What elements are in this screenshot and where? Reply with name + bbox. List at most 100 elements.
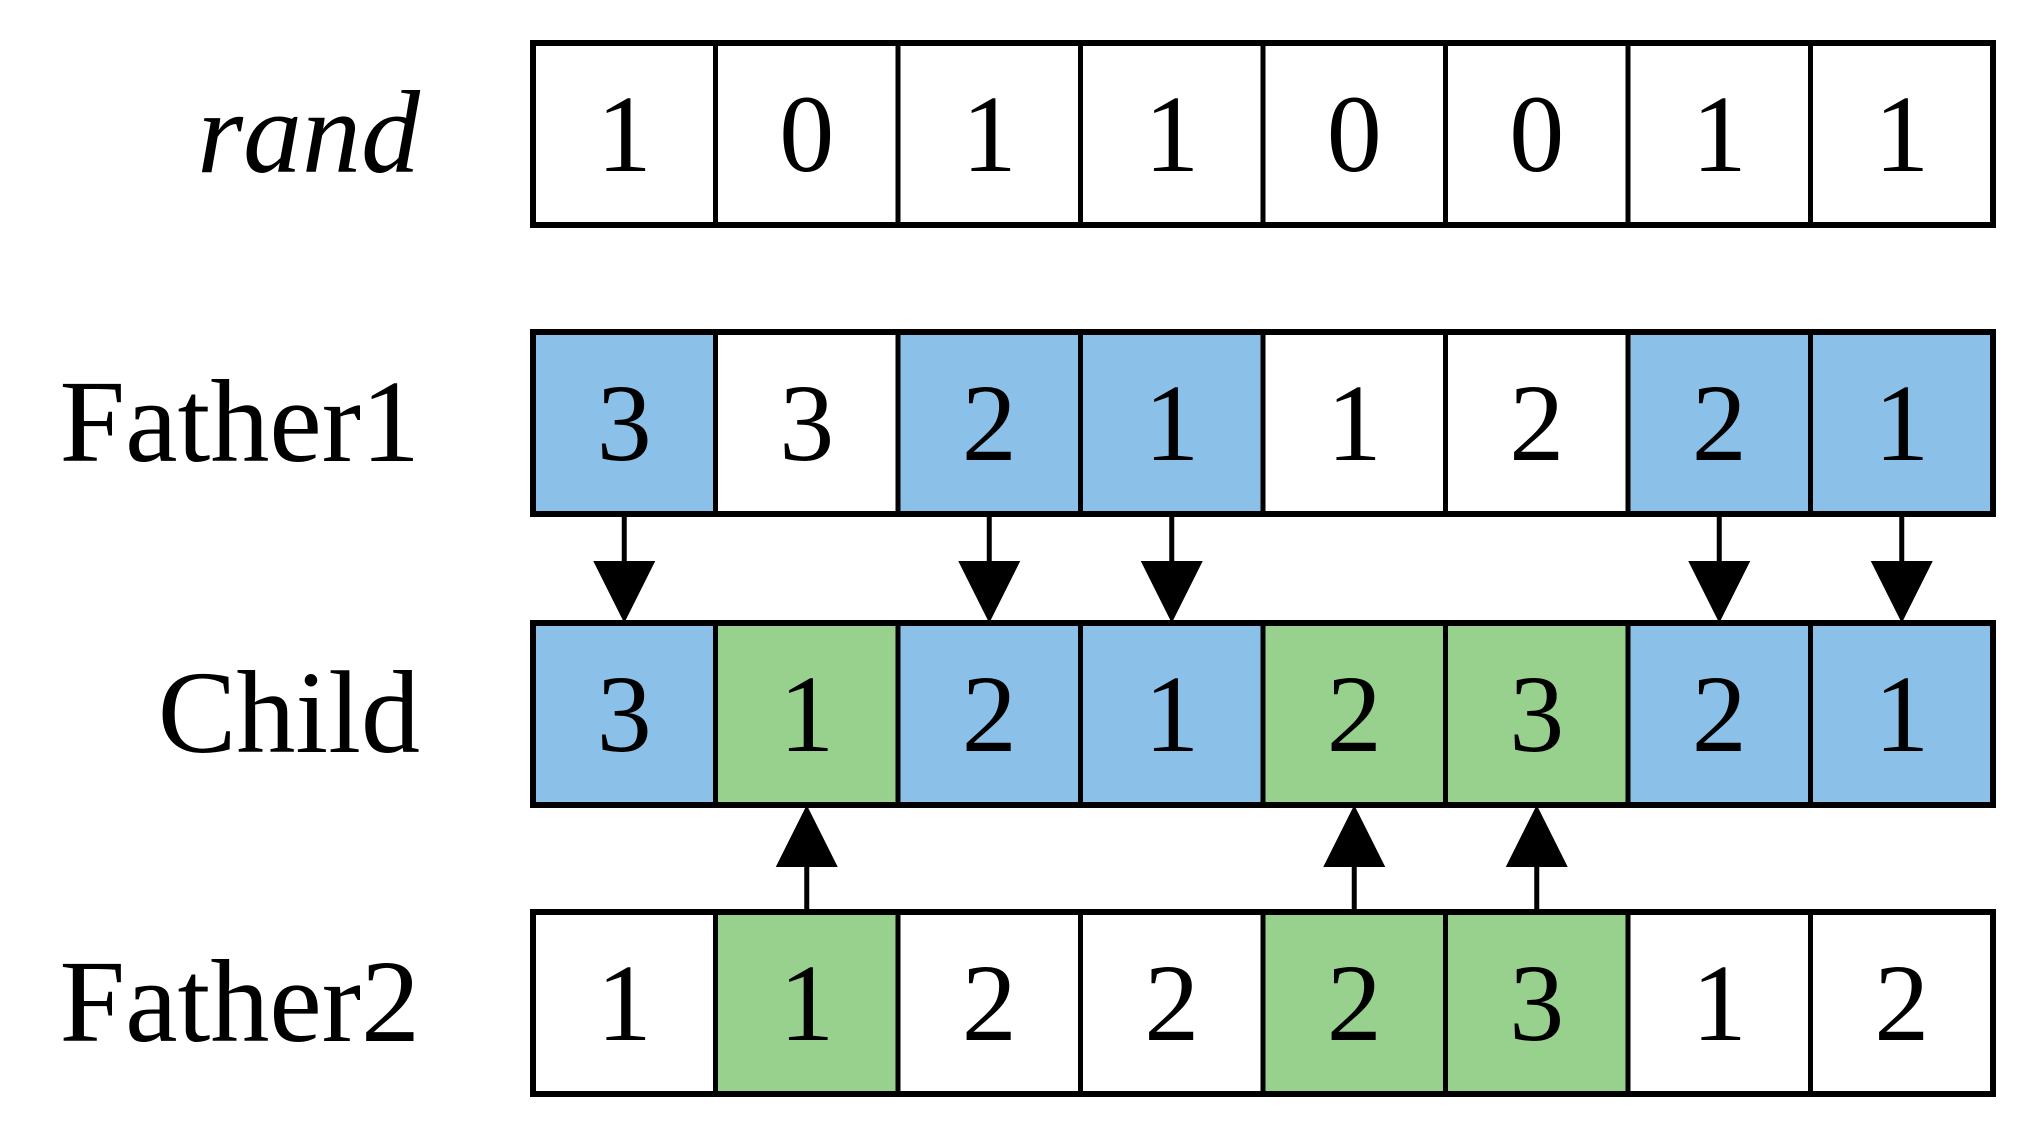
father1-to-child-arrow-7 <box>1688 514 1751 623</box>
father2-cell-3-value: 2 <box>962 942 1017 1064</box>
rand-cell-6-box <box>1443 40 1631 228</box>
child-cell-6: 3 <box>1443 620 1631 808</box>
father2-cell-2: 1 <box>713 909 901 1097</box>
rand-row-frame <box>530 40 1996 228</box>
child-cell-1-box <box>530 620 718 808</box>
father1-cell-7-box <box>1625 329 1813 517</box>
father1-cell-5-value: 1 <box>1327 362 1382 484</box>
child-cell-2-value: 1 <box>779 653 834 775</box>
rand-cell-8-value: 1 <box>1874 73 1929 195</box>
father2-to-child-arrow-5 <box>1323 805 1386 912</box>
father2-to-child-arrow-6 <box>1505 805 1568 912</box>
father1-cell-1: 3 <box>530 329 718 517</box>
father2-to-child-arrow-5-head <box>1323 805 1386 867</box>
child-cell-5: 2 <box>1260 620 1448 808</box>
child-cell-7-value: 2 <box>1692 653 1747 775</box>
father1-cell-1-box <box>530 329 718 517</box>
rand-cell-2-box <box>713 40 901 228</box>
father1-cell-3: 2 <box>895 329 1083 517</box>
rand-cell-8-box <box>1808 40 1996 228</box>
father2-cell-2-box <box>713 909 901 1097</box>
child-row: Child 3 1 2 1 2 3 2 1 <box>158 620 1996 808</box>
rand-cell-2: 0 <box>713 40 901 228</box>
rand-cell-5: 0 <box>1260 40 1448 228</box>
father1-cell-1-value: 3 <box>597 362 652 484</box>
child-cell-2-box <box>713 620 901 808</box>
father2-to-child-arrow-6-head <box>1505 805 1568 867</box>
father2-cell-6-value: 3 <box>1509 942 1564 1064</box>
father1-cell-3-box <box>895 329 1083 517</box>
father2-cell-8-value: 2 <box>1874 942 1929 1064</box>
father2-to-child-arrow-2-head <box>775 805 838 867</box>
father2-cell-5: 2 <box>1260 909 1448 1097</box>
father1-cell-7: 2 <box>1625 329 1813 517</box>
child-cell-4-value: 1 <box>1144 653 1199 775</box>
father1-cell-2-value: 3 <box>779 362 834 484</box>
father2-cell-1-value: 1 <box>597 942 652 1064</box>
father1-to-child-arrow-8-head <box>1870 561 1933 623</box>
child-row-frame <box>530 620 1996 808</box>
rand-cell-2-value: 0 <box>779 73 834 195</box>
child-cell-8-value: 1 <box>1874 653 1929 775</box>
child-cell-1-value: 3 <box>597 653 652 775</box>
father1-cell-4: 1 <box>1078 329 1266 517</box>
father1-row-frame <box>530 329 1996 517</box>
rand-cell-6-value: 0 <box>1509 73 1564 195</box>
rand-cell-3: 1 <box>895 40 1083 228</box>
child-cell-7: 2 <box>1625 620 1813 808</box>
father1-label: Father1 <box>60 356 420 487</box>
father2-cell-5-value: 2 <box>1327 942 1382 1064</box>
father2-cell-4: 2 <box>1078 909 1266 1097</box>
arrows <box>593 514 1933 912</box>
father2-cell-4-value: 2 <box>1144 942 1199 1064</box>
father1-cell-8: 1 <box>1808 329 1996 517</box>
father2-to-child-arrow-2 <box>775 805 838 912</box>
child-cell-3-value: 2 <box>962 653 1017 775</box>
father1-cell-6: 2 <box>1443 329 1631 517</box>
child-cell-6-value: 3 <box>1509 653 1564 775</box>
child-cell-3: 2 <box>895 620 1083 808</box>
father1-to-child-arrow-1 <box>593 514 656 623</box>
father1-to-child-arrow-3-head <box>958 561 1021 623</box>
father2-cell-3: 2 <box>895 909 1083 1097</box>
child-cell-2: 1 <box>713 620 901 808</box>
father1-cell-4-box <box>1078 329 1266 517</box>
father2-cell-8: 2 <box>1808 909 1996 1097</box>
child-cell-1: 3 <box>530 620 718 808</box>
father1-to-child-arrow-4 <box>1140 514 1203 623</box>
rand-cell-6: 0 <box>1443 40 1631 228</box>
father1-to-child-arrow-8 <box>1870 514 1933 623</box>
father2-cell-7-value: 1 <box>1692 942 1747 1064</box>
rand-cell-4-value: 1 <box>1144 73 1199 195</box>
father1-cell-8-value: 1 <box>1874 362 1929 484</box>
father2-row-frame <box>530 909 1996 1097</box>
father2-label: Father2 <box>60 936 420 1067</box>
rand-cell-7-value: 1 <box>1692 73 1747 195</box>
child-cell-8-box <box>1808 620 1996 808</box>
father1-cell-5: 1 <box>1260 329 1448 517</box>
rand-cell-7: 1 <box>1625 40 1813 228</box>
child-cell-4: 1 <box>1078 620 1266 808</box>
father2-row: Father2 1 1 2 2 2 3 1 2 <box>60 909 1996 1097</box>
father1-cell-2: 3 <box>713 329 901 517</box>
father2-cell-2-value: 1 <box>779 942 834 1064</box>
father1-to-child-arrow-3 <box>958 514 1021 623</box>
rand-cell-1-value: 1 <box>597 73 652 195</box>
rand-label: rand <box>197 67 421 198</box>
father1-cell-6-value: 2 <box>1509 362 1564 484</box>
rand-cell-3-value: 1 <box>962 73 1017 195</box>
child-label: Child <box>158 647 420 778</box>
father1-cell-3-value: 2 <box>962 362 1017 484</box>
father2-cell-3-box <box>895 909 1083 1097</box>
father1-to-child-arrow-4-head <box>1140 561 1203 623</box>
father2-cell-4-box <box>1078 909 1266 1097</box>
rand-cell-4: 1 <box>1078 40 1266 228</box>
father1-cell-7-value: 2 <box>1692 362 1747 484</box>
father1-to-child-arrow-7-head <box>1688 561 1751 623</box>
father2-cell-6: 3 <box>1443 909 1631 1097</box>
child-cell-8: 1 <box>1808 620 1996 808</box>
child-cell-5-value: 2 <box>1327 653 1382 775</box>
